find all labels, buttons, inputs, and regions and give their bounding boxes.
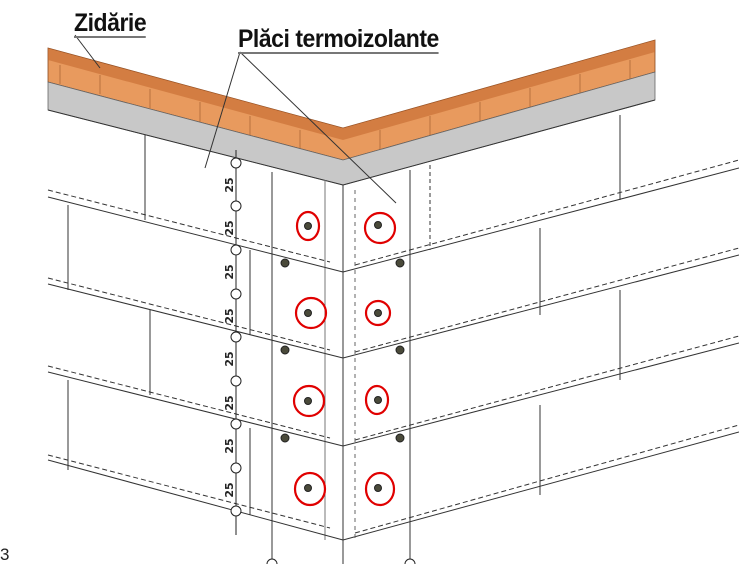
dowel-icon bbox=[395, 258, 405, 268]
dimension-labels: 25 25 25 25 25 25 25 25 bbox=[223, 177, 236, 497]
insulation-panels bbox=[47, 34, 739, 564]
highlight-circle bbox=[363, 211, 397, 245]
highlight-circle bbox=[294, 296, 328, 330]
masonry-label: Zidărie bbox=[74, 9, 147, 38]
dimension-label: 25 bbox=[223, 482, 236, 497]
dimension-label: 25 bbox=[223, 177, 236, 192]
dimension-label: 25 bbox=[223, 220, 236, 235]
dowel-icon bbox=[395, 345, 405, 355]
dowel-icon bbox=[280, 345, 290, 355]
dimension-label: 25 bbox=[223, 351, 236, 366]
dimension-label: 25 bbox=[223, 308, 236, 323]
dowel-icon bbox=[280, 258, 290, 268]
highlight-circle bbox=[364, 299, 392, 327]
highlight-circle bbox=[295, 210, 321, 242]
insulation-boards-label: Plăci termoizolante bbox=[238, 25, 439, 54]
highlight-circle bbox=[364, 384, 390, 416]
dimension-label: 25 bbox=[223, 264, 236, 279]
figure-number: 3 bbox=[0, 545, 10, 564]
dimension-label: 25 bbox=[223, 395, 236, 410]
dimension-label: 25 bbox=[223, 438, 236, 453]
highlight-circle bbox=[364, 471, 396, 507]
dowel-icon bbox=[280, 433, 290, 443]
highlighted-dowels bbox=[292, 210, 397, 507]
highlight-circle bbox=[293, 471, 327, 507]
joint-dowels bbox=[280, 258, 405, 443]
dowel-icon bbox=[395, 433, 405, 443]
dimension-line bbox=[230, 150, 416, 564]
highlight-circle bbox=[292, 384, 326, 418]
